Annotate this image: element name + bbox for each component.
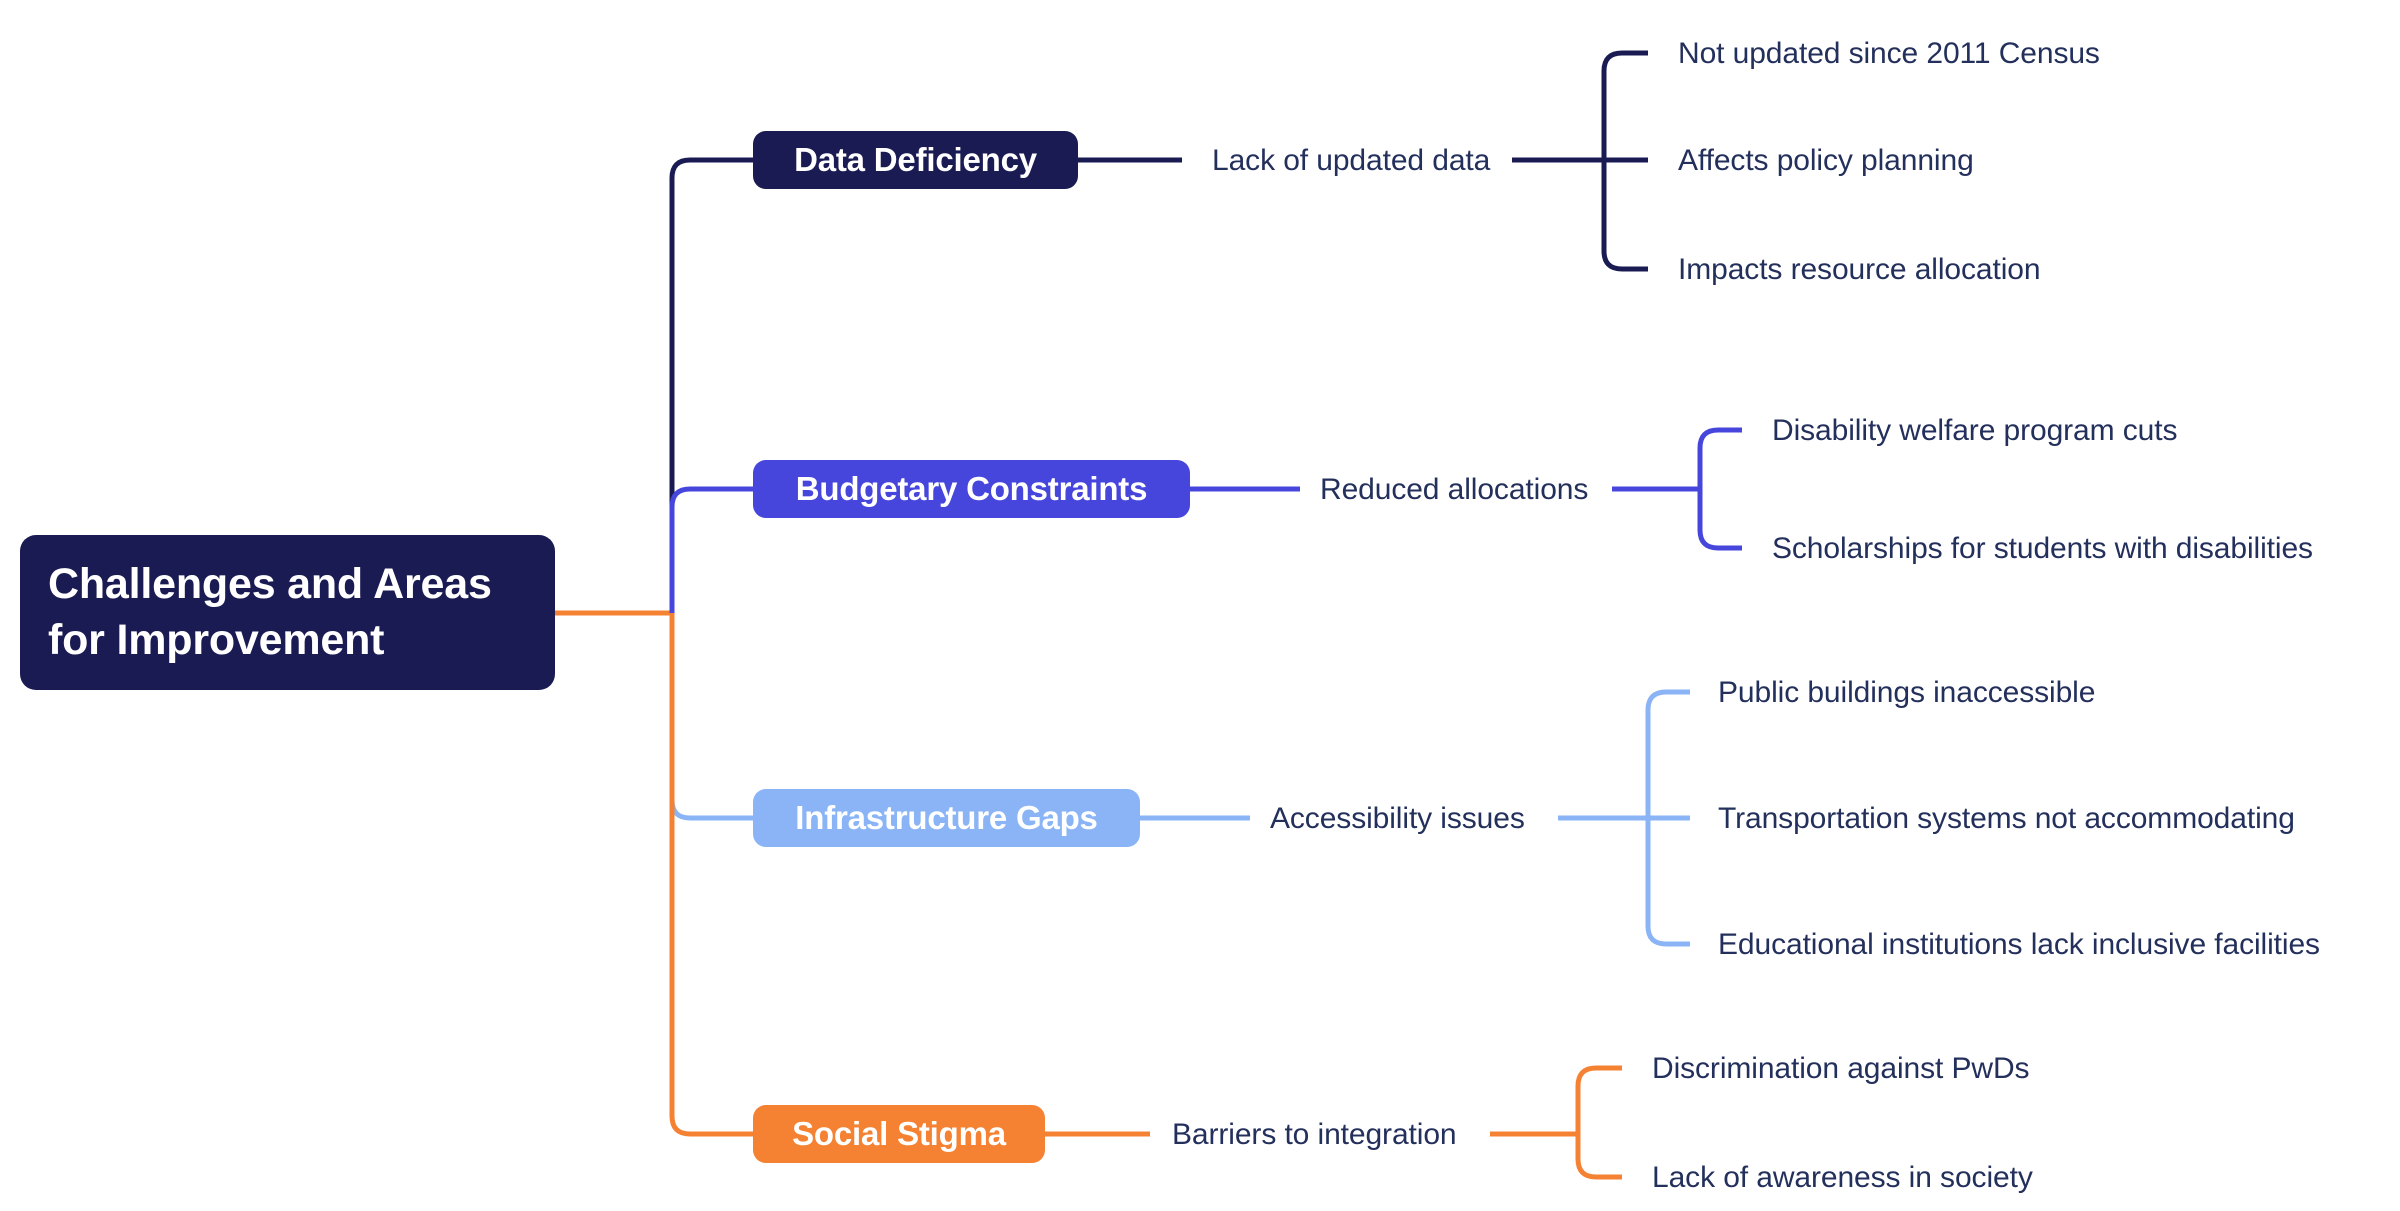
leaf-label-not-updated-since-2011-census: Not updated since 2011 Census [1678,37,2100,70]
branch-node-budgetary-constraints[interactable]: Budgetary Constraints [753,460,1190,518]
root-node[interactable]: Challenges and Areas for Improvement [20,535,555,690]
trunk-wire-data-deficiency [669,157,753,613]
leaf-label-scholarships-for-students-with-disabilities: Scholarships for students with disabilit… [1772,532,2313,565]
trunk-wire-budgetary-constraints [669,486,753,613]
leaf-label-public-buildings-inaccessible: Public buildings inaccessible [1718,676,2096,709]
sub-label-barriers-to-integration: Barriers to integration [1172,1118,1457,1151]
leaf-label-educational-institutions-lack-inclusive-facilities: Educational institutions lack inclusive … [1718,928,2320,961]
leaf-bracket-data-deficiency [1601,50,1648,272]
trunk-wire-social-stigma [669,613,753,1137]
sub-label-reduced-allocations: Reduced allocations [1320,473,1589,506]
sub-label-accessibility-issues: Accessibility issues [1270,802,1525,835]
leaf-label-impacts-resource-allocation: Impacts resource allocation [1678,253,2041,286]
leaf-label-lack-of-awareness-in-society: Lack of awareness in society [1652,1161,2033,1194]
branch-node-infrastructure-gaps[interactable]: Infrastructure Gaps [753,789,1140,847]
leaf-label-disability-welfare-program-cuts: Disability welfare program cuts [1772,414,2178,447]
leaf-label-discrimination-against-pwds: Discrimination against PwDs [1652,1052,2030,1085]
leaf-bracket-budgetary-constraints [1697,427,1742,551]
sub-label-lack-of-updated-data: Lack of updated data [1212,144,1491,177]
trunk-wire-infrastructure-gaps [669,613,753,821]
branch-node-social-stigma[interactable]: Social Stigma [753,1105,1045,1163]
leaf-bracket-social-stigma [1575,1065,1622,1180]
leaf-label-affects-policy-planning: Affects policy planning [1678,144,1974,177]
leaf-bracket-infrastructure-gaps [1645,689,1690,947]
leaf-label-transportation-systems-not-accommodating: Transportation systems not accommodating [1718,802,2295,835]
branch-node-data-deficiency[interactable]: Data Deficiency [753,131,1078,189]
